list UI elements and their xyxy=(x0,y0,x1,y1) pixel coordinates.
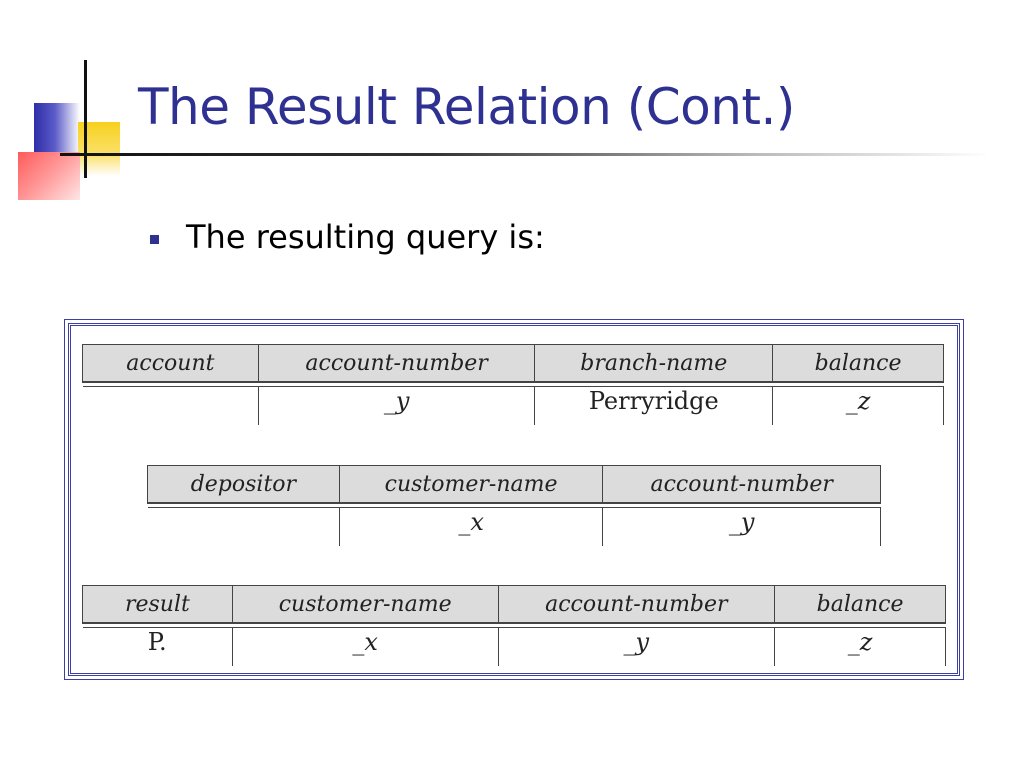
table-cell xyxy=(82,386,259,425)
title-underline xyxy=(60,153,990,156)
table-cell: Perryridge xyxy=(534,386,774,425)
table-cell: _z xyxy=(772,386,944,425)
relation-name-cell: depositor xyxy=(147,465,340,504)
table-cell: _y xyxy=(497,627,776,666)
table-cell: _x xyxy=(231,627,499,666)
account-skeleton-table: account account-number branch-name balan… xyxy=(82,344,944,425)
table-row: _x _y xyxy=(147,507,881,546)
column-header: customer-name xyxy=(338,465,604,504)
relation-name-cell: result xyxy=(82,585,233,624)
column-header: account-number xyxy=(257,344,536,383)
column-header: balance xyxy=(772,344,944,383)
bullet-square-icon xyxy=(150,234,159,244)
title-decoration-red-square xyxy=(18,152,80,200)
result-skeleton-table: result customer-name account-number bala… xyxy=(82,585,946,666)
table-cell: _y xyxy=(257,386,536,425)
bullet-item: The resulting query is: xyxy=(150,218,545,256)
slide-title: The Result Relation (Cont.) xyxy=(138,78,795,136)
table-cell: P. xyxy=(82,627,233,666)
query-frame: account account-number branch-name balan… xyxy=(64,319,964,680)
table-cell: _y xyxy=(602,507,881,546)
column-header: branch-name xyxy=(534,344,774,383)
column-header: account-number xyxy=(602,465,881,504)
title-decoration-vertical-line xyxy=(84,60,87,178)
table-row: _y Perryridge _z xyxy=(82,386,944,425)
table-header-row: depositor customer-name account-number xyxy=(147,465,881,504)
column-header: balance xyxy=(774,585,946,624)
column-header: account-number xyxy=(497,585,776,624)
column-header: customer-name xyxy=(231,585,499,624)
table-cell: _z xyxy=(774,627,946,666)
table-cell: _x xyxy=(338,507,604,546)
relation-name-cell: account xyxy=(82,344,259,383)
depositor-skeleton-table: depositor customer-name account-number _… xyxy=(147,465,881,546)
table-row: P. _x _y _z xyxy=(82,627,946,666)
bullet-text: The resulting query is: xyxy=(186,218,545,256)
table-cell xyxy=(147,507,340,546)
table-header-row: result customer-name account-number bala… xyxy=(82,585,946,624)
table-header-row: account account-number branch-name balan… xyxy=(82,344,944,383)
title-decoration-blue-square xyxy=(34,103,80,155)
